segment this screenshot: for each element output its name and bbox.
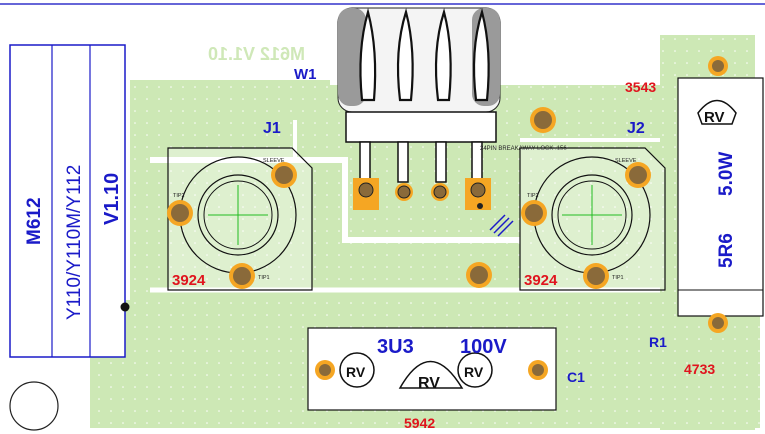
header-note: 24PIN BREAKAWAY LOCK .156 <box>480 146 567 152</box>
model-label: M612 <box>24 197 45 245</box>
resistor-part-top: 3543 <box>625 79 656 95</box>
jack-j1-tip1: TIP1 <box>258 275 270 281</box>
jack-j2-tip1: TIP1 <box>612 275 624 281</box>
jack-j2 <box>519 147 666 291</box>
resistor-r1 <box>677 56 764 333</box>
resistor-safety-mark: RV <box>704 109 725 126</box>
resistor-part-bottom: 4733 <box>684 361 715 377</box>
capacitor-c1 <box>307 327 557 411</box>
mirror-silkscreen-text: M612 V1.10 <box>208 44 305 64</box>
jack-j2-part: 3924 <box>524 272 558 289</box>
capacitor-ref: C1 <box>567 369 585 385</box>
version-label: V1.10 <box>101 173 123 225</box>
jack-j1-ref: J1 <box>263 120 281 137</box>
variants-label: Y110/Y110M/Y112 <box>64 165 85 320</box>
capacitor-mark-left: RV <box>346 364 366 380</box>
resistor-ref: R1 <box>649 334 667 350</box>
header-w1 <box>337 7 501 183</box>
capacitor-value: 3U3 <box>377 336 414 358</box>
jack-j1 <box>167 147 313 291</box>
board-label-box <box>9 44 130 358</box>
resistor-power: 5.0W <box>716 152 737 196</box>
header-pads <box>353 178 514 237</box>
capacitor-voltage: 100V <box>460 336 507 358</box>
capacitor-mark-right: RV <box>464 364 484 380</box>
header-ref-label: W1 <box>294 66 317 83</box>
jack-j1-part: 3924 <box>172 272 206 289</box>
jack-j2-tip2: TIP2 <box>527 193 539 199</box>
mounting-hole <box>9 381 59 431</box>
jack-j1-sleeve: SLEEVE <box>263 158 285 164</box>
via-pads <box>466 107 556 288</box>
resistor-value: 5R6 <box>716 233 737 268</box>
jack-j2-sleeve: SLEEVE <box>615 158 637 164</box>
jack-j2-ref: J2 <box>627 120 645 137</box>
capacitor-mark-center: RV <box>418 375 440 392</box>
jack-j1-tip2: TIP2 <box>173 193 185 199</box>
capacitor-part: 5942 <box>404 415 435 431</box>
